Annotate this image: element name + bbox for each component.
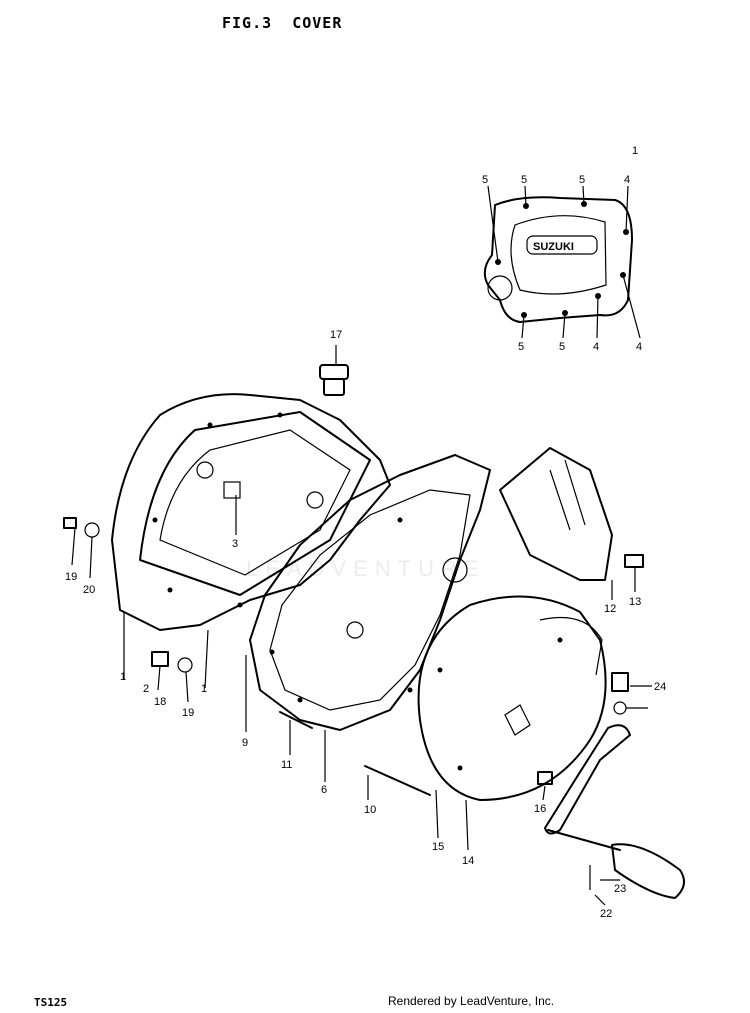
callout-21: 22 (600, 908, 612, 920)
callout-5: 5 (559, 341, 565, 353)
callout-7: 9 (242, 737, 248, 749)
inset-clutch-cover: SUZUKI (483, 185, 641, 339)
callout-17: 18 (154, 696, 166, 708)
callout-1: 1 (201, 683, 207, 695)
callout-3: 3 (232, 538, 238, 550)
model-code: TS125 (34, 996, 68, 1009)
callout-23: 24 (654, 681, 666, 693)
callout-10: 11 (281, 759, 292, 771)
callout-4: 4 (624, 174, 630, 186)
callout-1: 1 (632, 145, 638, 157)
callout-16: 17 (330, 329, 342, 341)
callout-12: 13 (629, 596, 641, 608)
callout-4: 4 (636, 341, 642, 353)
oil-filler-cap (319, 345, 349, 396)
magneto-cover (417, 595, 607, 801)
protector-plate (499, 447, 613, 581)
render-credit: Rendered by LeadVenture, Inc. (388, 994, 555, 1008)
callout-14: 15 (432, 841, 444, 853)
fasteners (63, 517, 652, 796)
callout-labels: 1 5 5 5 4 5 5 4 4 17 3 19 20 1 2 1 18 19… (65, 145, 666, 920)
callout-5: 5 (518, 341, 524, 353)
callout-18: 19 (182, 707, 194, 719)
callout-5: 5 (579, 174, 585, 186)
magneto-gasket-and-cover (249, 454, 491, 731)
callout-20: 20 (83, 584, 95, 596)
suzuki-emblem-text: SUZUKI (533, 241, 574, 253)
callout-13: 14 (462, 855, 474, 867)
callout-6: 6 (321, 784, 327, 796)
callout-4: 4 (593, 341, 599, 353)
callout-19: 19 (65, 571, 77, 583)
leader-lines (71, 495, 636, 906)
callout-9: 10 (364, 804, 376, 816)
figure-title: FIG.3 COVER (222, 14, 343, 32)
callout-15: 16 (534, 803, 546, 815)
callout-5: 5 (521, 174, 527, 186)
callout-2: 2 (143, 683, 149, 695)
callout-5: 5 (482, 174, 488, 186)
clutch-cover (111, 393, 391, 631)
callout-1: 1 (120, 671, 126, 683)
callout-22: 23 (614, 883, 626, 895)
callout-11: 12 (604, 603, 616, 615)
kick-starter-lever (544, 724, 685, 899)
